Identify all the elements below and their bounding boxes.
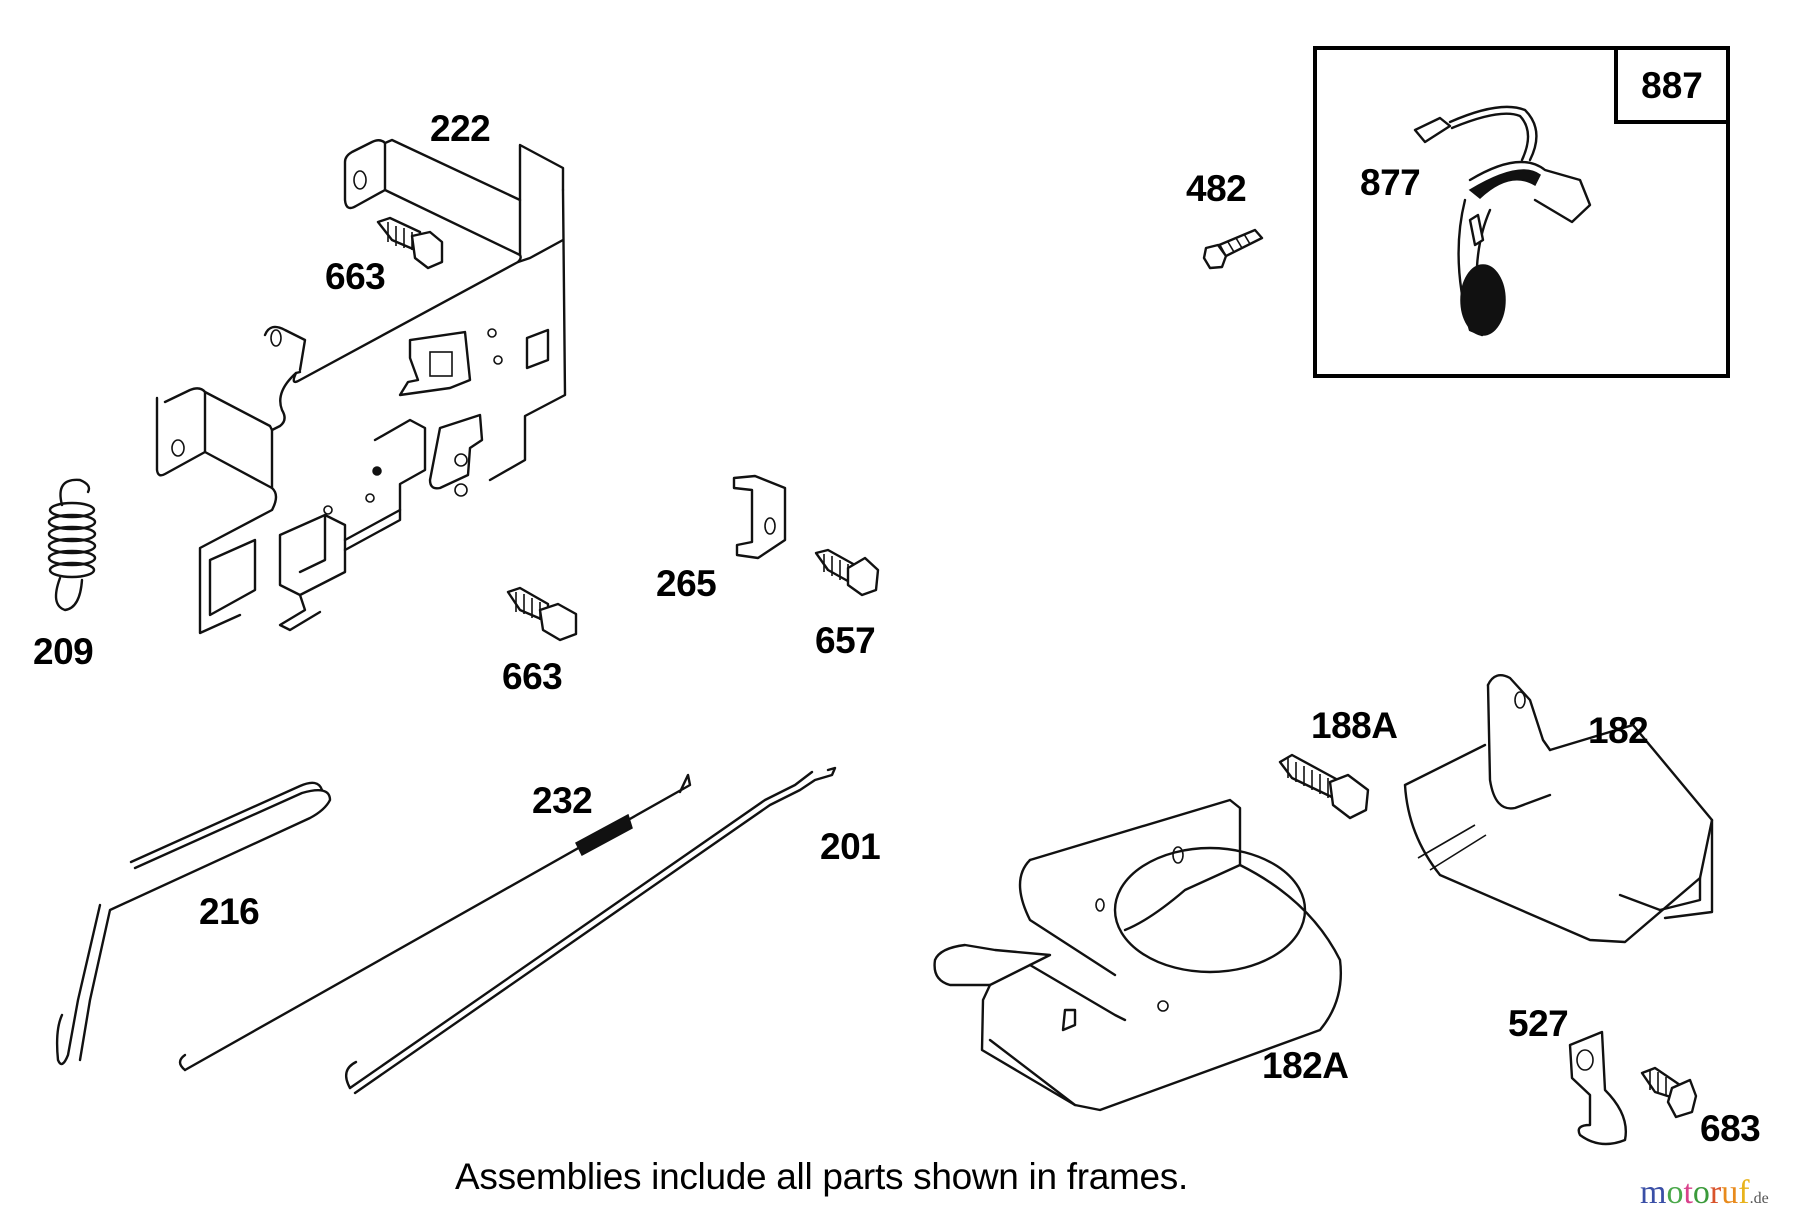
label-663-upper[interactable]: 663 bbox=[325, 256, 386, 297]
part-663-screw-lower[interactable] bbox=[506, 586, 578, 642]
part-188A-screw[interactable] bbox=[1278, 753, 1370, 820]
logo-suffix: .de bbox=[1749, 1190, 1769, 1207]
logo-letter: o bbox=[1666, 1174, 1684, 1211]
part-482-screw[interactable] bbox=[1202, 228, 1264, 270]
logo-letters: motoruf bbox=[1640, 1174, 1750, 1211]
part-657-screw[interactable] bbox=[814, 548, 880, 597]
label-663-lower[interactable]: 663 bbox=[502, 656, 563, 697]
part-216-link-rod[interactable] bbox=[55, 781, 332, 1066]
label-201[interactable]: 201 bbox=[820, 826, 881, 867]
part-877-ground-wire[interactable] bbox=[1413, 105, 1592, 337]
part-683-screw[interactable] bbox=[1640, 1066, 1698, 1119]
label-877[interactable]: 877 bbox=[1360, 162, 1421, 203]
label-482[interactable]: 482 bbox=[1186, 168, 1247, 209]
logo-letter: t bbox=[1683, 1174, 1693, 1211]
label-182[interactable]: 182 bbox=[1588, 710, 1649, 751]
part-527-clip[interactable] bbox=[1568, 1030, 1627, 1146]
assembly-frame-887: 887 bbox=[1313, 46, 1730, 378]
label-683[interactable]: 683 bbox=[1700, 1108, 1761, 1149]
logo-letter: o bbox=[1692, 1174, 1710, 1211]
part-222-control-bracket[interactable] bbox=[155, 138, 567, 635]
label-209[interactable]: 209 bbox=[33, 631, 94, 672]
part-209-spring[interactable] bbox=[47, 478, 97, 612]
logo-letter: f bbox=[1738, 1174, 1750, 1211]
part-201-governor-link[interactable] bbox=[344, 766, 837, 1095]
label-527[interactable]: 527 bbox=[1508, 1003, 1569, 1044]
part-265-clamp[interactable] bbox=[732, 474, 787, 560]
logo-letter: u bbox=[1721, 1174, 1739, 1211]
frame-label-887: 887 bbox=[1614, 46, 1730, 124]
label-887[interactable]: 887 bbox=[1641, 64, 1703, 106]
label-182A[interactable]: 182A bbox=[1262, 1045, 1349, 1086]
label-216[interactable]: 216 bbox=[199, 891, 260, 932]
logo-letter: r bbox=[1709, 1174, 1722, 1211]
label-232[interactable]: 232 bbox=[532, 780, 593, 821]
part-182-air-guide[interactable] bbox=[1403, 674, 1714, 944]
part-232-spring-link[interactable] bbox=[178, 773, 692, 1072]
part-663-screw-upper[interactable] bbox=[376, 216, 444, 270]
motoruf-logo: motoruf.de bbox=[1640, 1176, 1769, 1210]
diagram-caption: Assemblies include all parts shown in fr… bbox=[455, 1156, 1188, 1197]
label-265[interactable]: 265 bbox=[656, 563, 717, 604]
logo-letter: m bbox=[1640, 1174, 1667, 1211]
label-188A[interactable]: 188A bbox=[1311, 705, 1398, 746]
part-182A-air-guide[interactable] bbox=[933, 798, 1342, 1112]
label-222[interactable]: 222 bbox=[430, 108, 491, 149]
label-657[interactable]: 657 bbox=[815, 620, 876, 661]
